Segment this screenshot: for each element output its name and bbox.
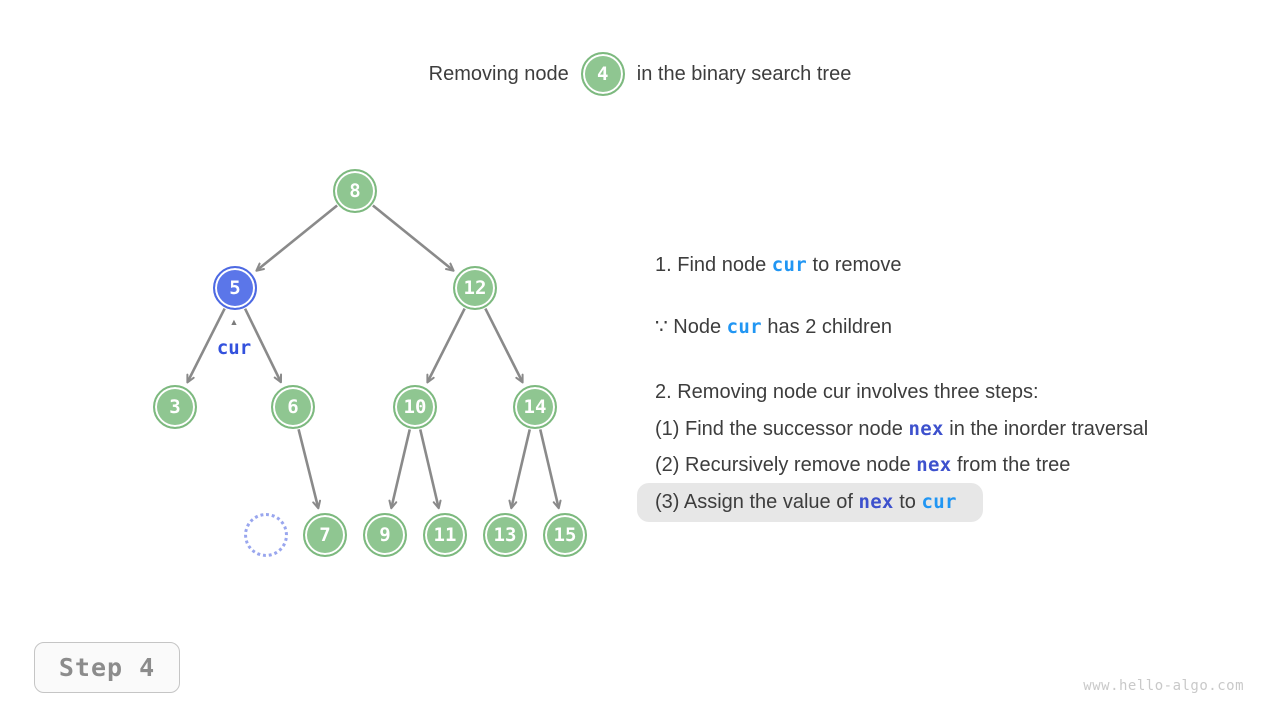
title-removed-node: 4 (580, 52, 625, 96)
cur-keyword: cur (921, 491, 957, 513)
step-badge-label: Step 4 (58, 653, 156, 682)
figure-title: Removing node 4 in the binary search tre… (0, 52, 1280, 96)
note-text: in the inorder traversal (943, 418, 1149, 440)
tree-node-8: 8 (333, 169, 377, 213)
nex-keyword: nex (916, 454, 952, 476)
note-text: 1. Find node (655, 254, 772, 276)
tree-edge-14-13 (508, 429, 532, 510)
tree-node-15: 15 (543, 513, 587, 557)
note-line-1: 1. Find node cur to remove (655, 252, 901, 278)
tree-node-value: 9 (379, 524, 391, 546)
title-removed-node-value: 4 (597, 63, 609, 85)
note-text: has 2 children (761, 316, 892, 338)
note-line-6: (3) Assign the value of nex to cur (637, 483, 983, 522)
tree-node-3: 3 (153, 385, 197, 429)
tree-node-value: 7 (319, 524, 331, 546)
note-line-3: 2. Removing node cur involves three step… (655, 379, 1039, 405)
cur-pointer-label: cur (216, 337, 252, 359)
tree-node-7: 7 (303, 513, 347, 557)
note-text: (1) Find the successor node (655, 418, 909, 440)
note-text: from the tree (951, 454, 1071, 476)
tree-edge-10-11 (418, 429, 442, 510)
tree-node-value: 3 (169, 396, 181, 418)
cur-keyword: cur (726, 316, 762, 338)
title-prefix: Removing node (428, 62, 569, 85)
tree-node-value: 10 (403, 396, 427, 418)
cur-pointer-caret-icon: ▲ (229, 317, 239, 327)
tree-node-value: 14 (523, 396, 547, 418)
tree-edge-8-5 (255, 204, 338, 272)
note-line-5: (2) Recursively remove node nex from the… (655, 452, 1070, 478)
tree-edge-8-12 (372, 204, 455, 272)
tree-edge-10-9 (388, 429, 412, 510)
note-text: (3) Assign the value of (655, 491, 859, 513)
tree-node-12: 12 (453, 266, 497, 310)
note-text: ∵ Node (655, 316, 727, 338)
tree-node-value: 15 (553, 524, 577, 546)
tree-node-value: 13 (493, 524, 517, 546)
nex-keyword: nex (858, 491, 894, 513)
tree-node-13: 13 (483, 513, 527, 557)
title-suffix: in the binary search tree (636, 62, 852, 85)
tree-node-11: 11 (423, 513, 467, 557)
tree-node-placeholder (244, 513, 288, 557)
tree-edge-12-14 (484, 307, 524, 384)
tree-node-9: 9 (363, 513, 407, 557)
tree-node-value: 8 (349, 180, 361, 202)
tree-node-10: 10 (393, 385, 437, 429)
note-line-2: ∵ Node cur has 2 children (655, 314, 892, 340)
note-text: 2. Removing node cur involves three step… (655, 381, 1039, 403)
note-text: to (893, 491, 922, 513)
note-text: to remove (806, 254, 902, 276)
tree-node-value: 6 (287, 396, 299, 418)
cur-keyword: cur (771, 254, 807, 276)
note-text: (2) Recursively remove node (655, 454, 917, 476)
tree-node-6: 6 (271, 385, 315, 429)
step-badge: Step 4 (34, 642, 180, 693)
note-line-4: (1) Find the successor node nex in the i… (655, 416, 1148, 442)
tree-edge-12-10 (426, 307, 466, 384)
tree-node-value: 5 (229, 277, 241, 299)
tree-node-value: 11 (433, 524, 457, 546)
tree-node-value: 12 (463, 277, 487, 299)
tree-edge-6-7 (297, 428, 322, 510)
nex-keyword: nex (908, 418, 944, 440)
tree-edge-14-15 (538, 429, 562, 510)
tree-node-5: 5 (213, 266, 257, 310)
watermark: www.hello-algo.com (1083, 678, 1244, 694)
tree-node-14: 14 (513, 385, 557, 429)
